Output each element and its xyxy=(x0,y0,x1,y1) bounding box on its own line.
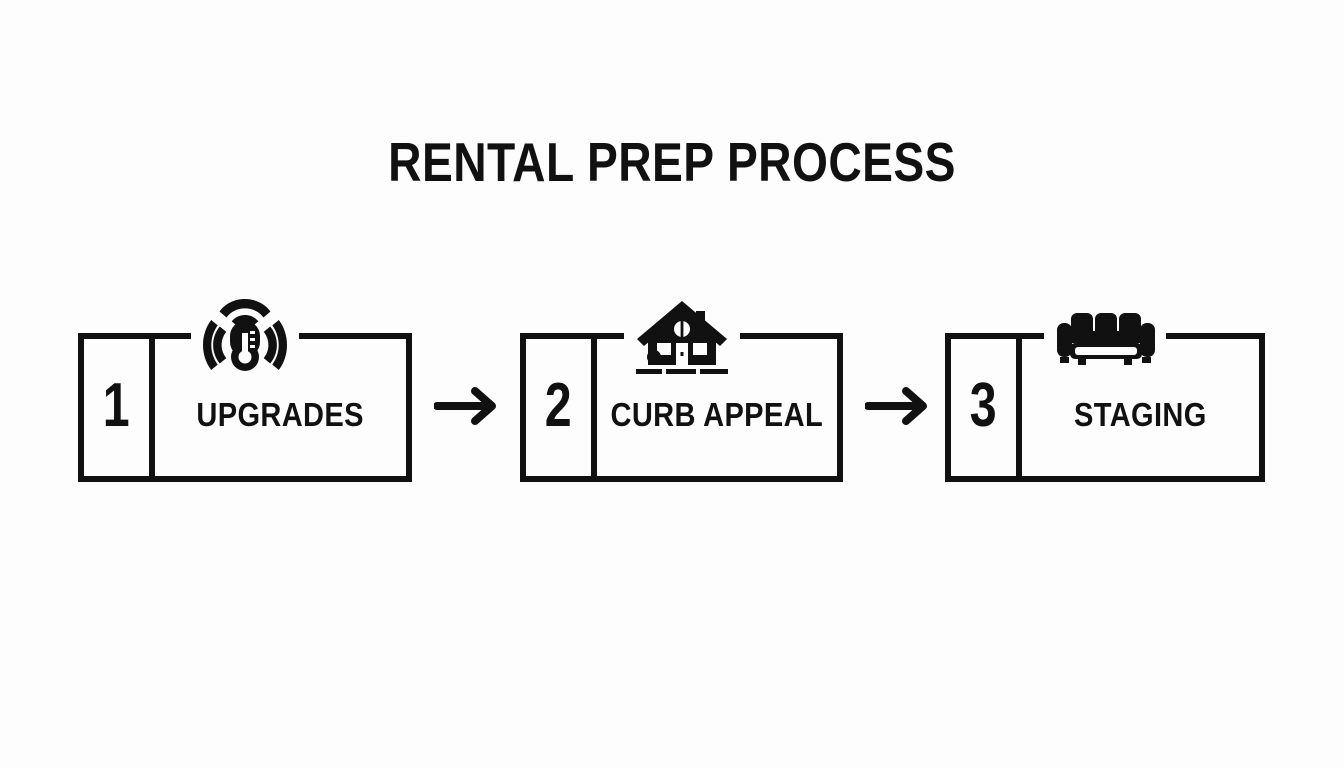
step-1-body: UPGRADES xyxy=(155,339,406,476)
house-icon xyxy=(634,299,730,379)
arrow-step1-to-step2 xyxy=(434,385,502,427)
smart-thermostat-icon xyxy=(201,293,289,373)
page-title: RENTAL PREP PROCESS xyxy=(388,131,956,193)
step-3-body: STAGING xyxy=(1022,339,1259,476)
step-2-number-cell: 2 xyxy=(526,339,597,476)
arrow-step2-to-step3 xyxy=(865,385,933,427)
step-1-number-cell: 1 xyxy=(84,339,155,476)
step-3-number: 3 xyxy=(970,371,997,440)
step-3-icon-badge xyxy=(1044,313,1166,373)
process-step-1[interactable]: 1 UPGRADES xyxy=(78,299,412,482)
process-step-2[interactable]: 2 CURB APPEAL xyxy=(520,301,843,482)
sofa-icon xyxy=(1054,311,1156,373)
step-1-icon-badge xyxy=(191,299,299,373)
process-step-3[interactable]: 3 STAGING xyxy=(945,313,1265,482)
step-2-body: CURB APPEAL xyxy=(597,339,837,476)
step-1-number: 1 xyxy=(103,371,130,440)
step-3-number-cell: 3 xyxy=(951,339,1022,476)
step-2-icon-badge xyxy=(623,301,740,379)
step-3-label: STAGING xyxy=(1074,395,1207,433)
step-2-label: CURB APPEAL xyxy=(610,395,824,433)
step-1-label: UPGRADES xyxy=(196,395,365,433)
step-2-number: 2 xyxy=(545,371,572,440)
